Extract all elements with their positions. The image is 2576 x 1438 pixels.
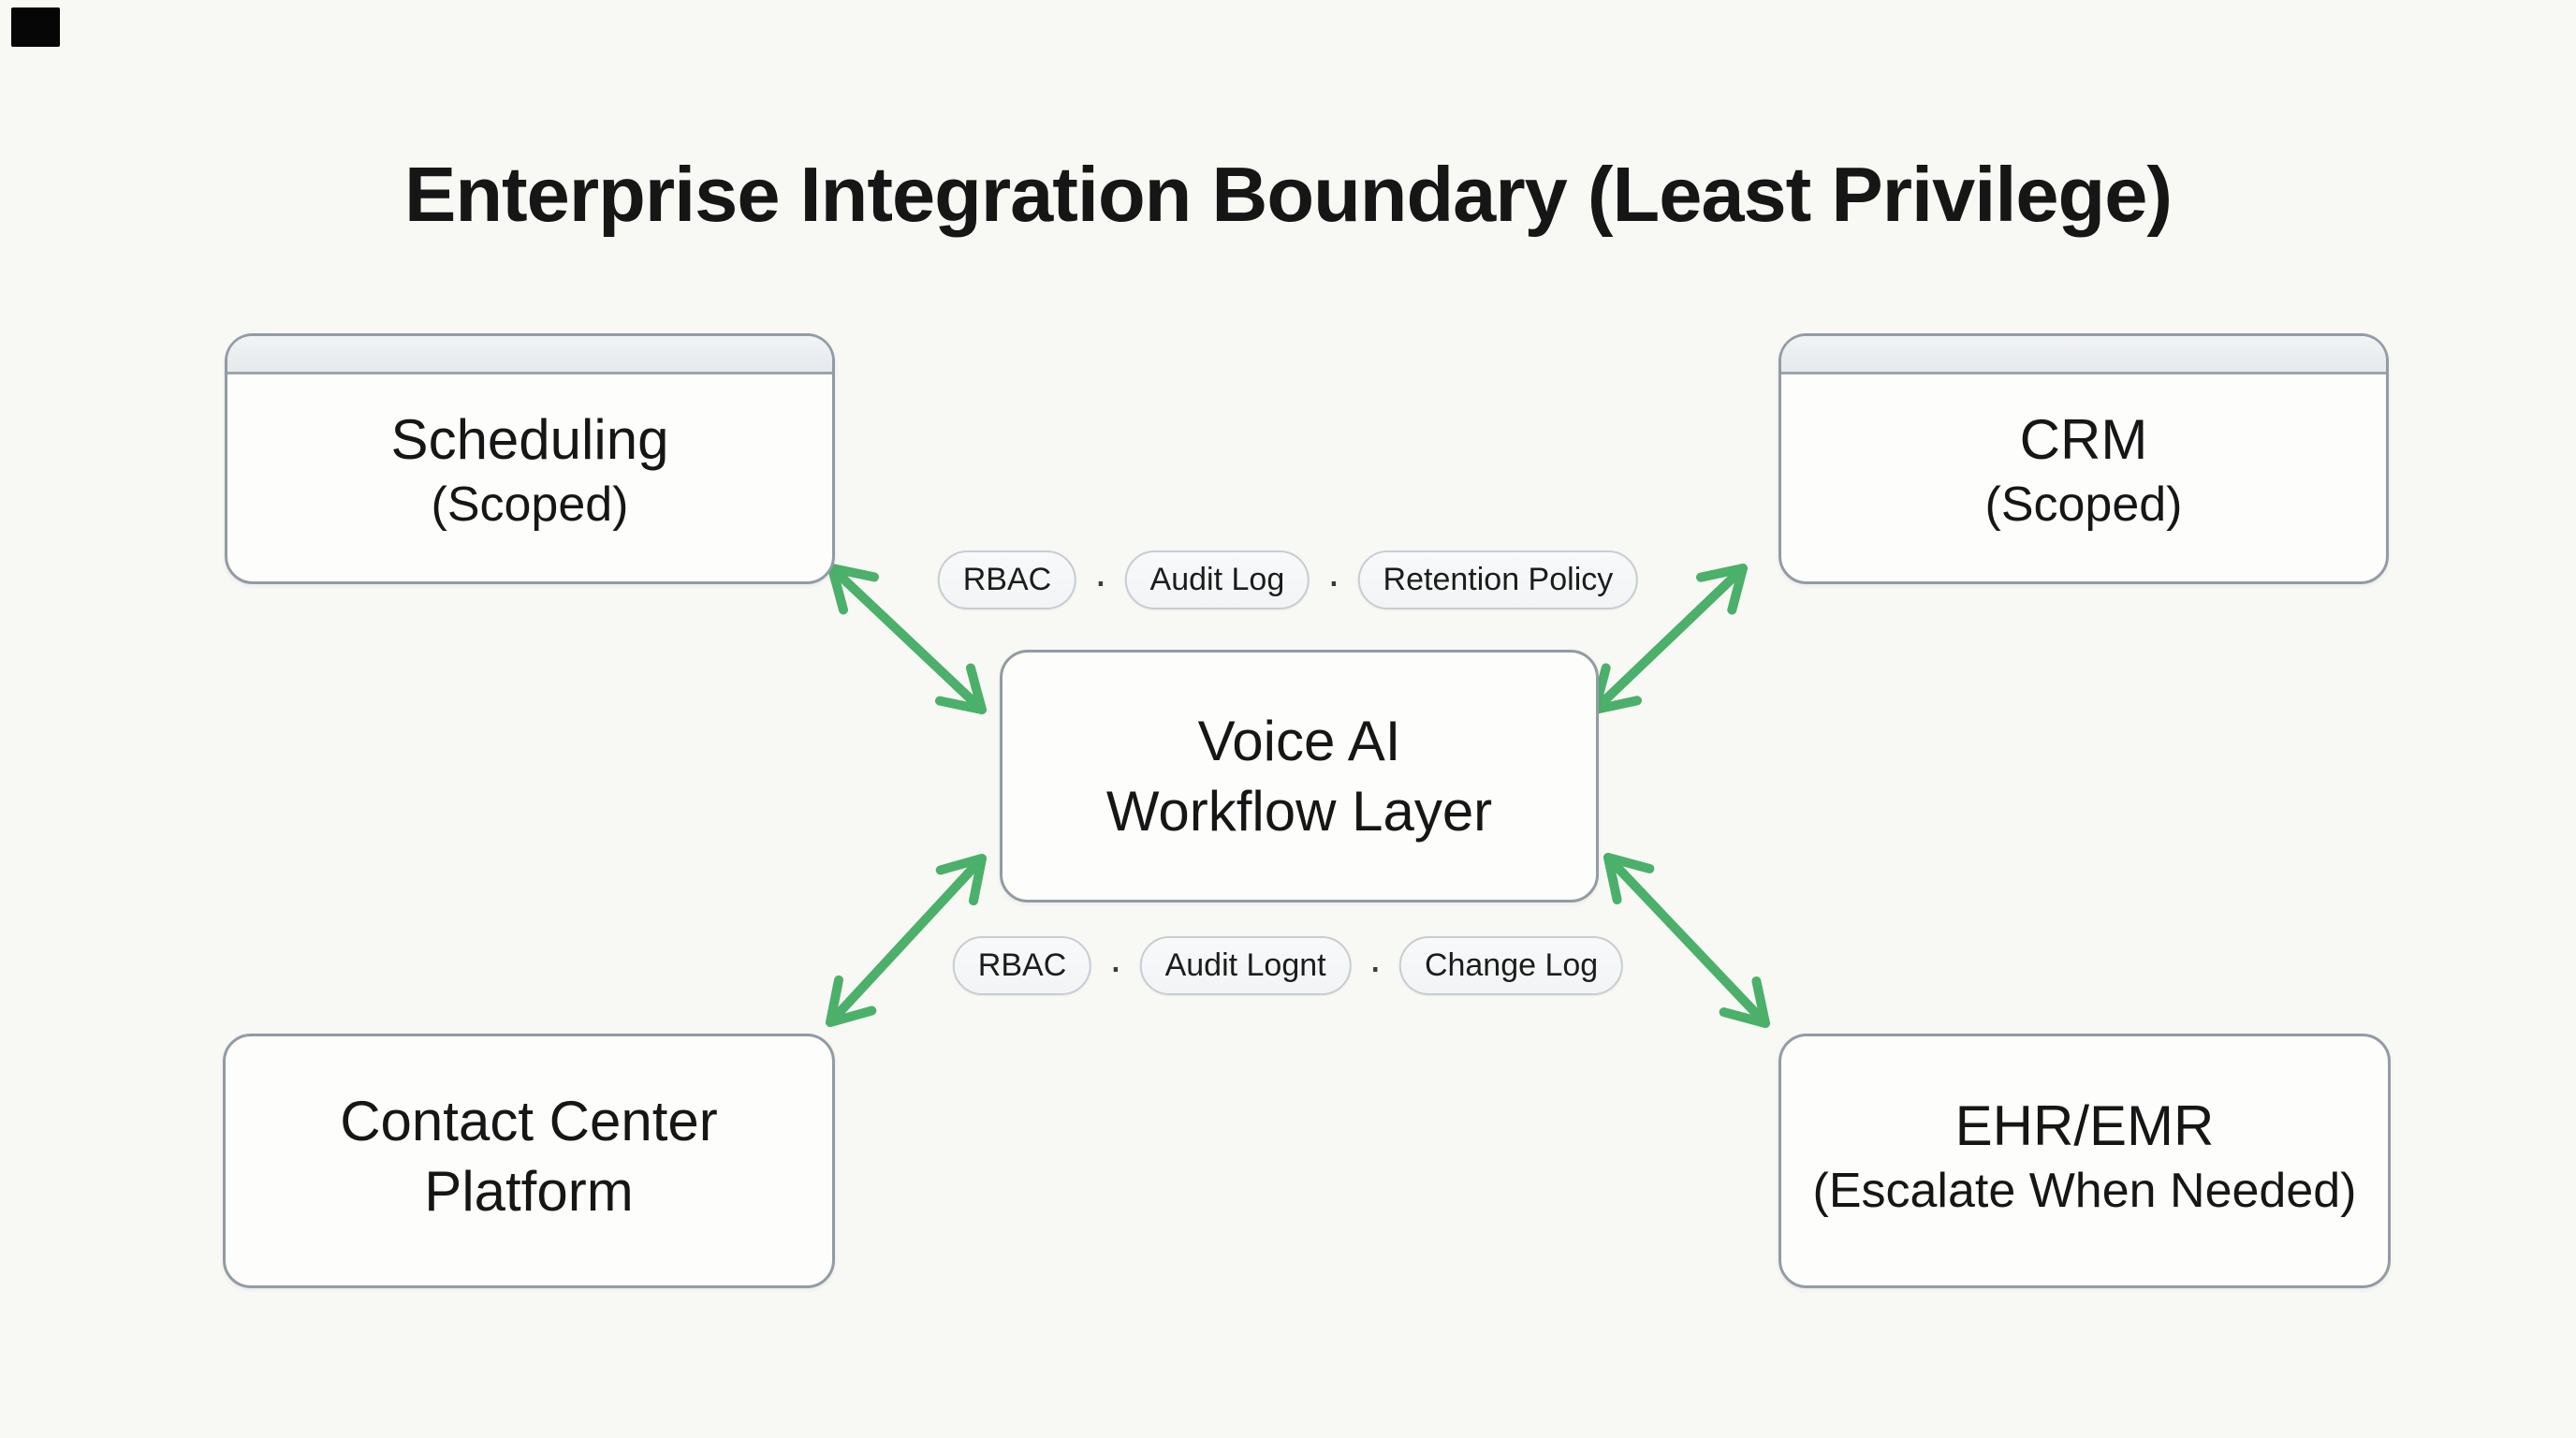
badge-pill: RBAC xyxy=(937,550,1077,609)
badge-pill: RBAC xyxy=(952,936,1092,995)
crm-box: CRM (Scoped) xyxy=(1778,333,2389,584)
arrowhead xyxy=(1603,853,1655,904)
badge-pill: Audit Log xyxy=(1124,550,1310,609)
bottom-badge-row: RBAC · Audit Lognt · Change Log xyxy=(952,936,1624,995)
badge-pill: Audit Lognt xyxy=(1139,936,1352,995)
ehr-box-body: EHR/EMR (Escalate When Needed) xyxy=(1781,1036,2388,1285)
scheduling-box-subtitle: (Scoped) xyxy=(431,477,629,532)
crm-box-subtitle: (Scoped) xyxy=(1984,477,2183,532)
voice-ai-box-body: Voice AI Workflow Layer xyxy=(1003,653,1596,900)
connector-arrow-ehr-voice_ai xyxy=(1603,853,1770,1028)
contact-center-box-body: Contact Center Platform xyxy=(226,1036,832,1285)
separator-dot: · xyxy=(1368,941,1383,990)
separator-dot: · xyxy=(1093,555,1108,605)
voice-ai-box-title-line2: Workflow Layer xyxy=(1105,780,1493,843)
crm-box-body: CRM (Scoped) xyxy=(1781,374,2386,581)
ehr-emr-box: EHR/EMR (Escalate When Needed) xyxy=(1778,1034,2391,1288)
top-badge-row: RBAC · Audit Log · Retention Policy xyxy=(937,550,1639,609)
crm-box-title: CRM xyxy=(2019,407,2148,471)
contact-center-box-title-line1: Contact Center xyxy=(340,1090,718,1152)
separator-dot: · xyxy=(1108,941,1123,990)
badge-pill: Change Log xyxy=(1398,936,1624,995)
scheduling-box-body: Scheduling (Scoped) xyxy=(227,374,832,581)
ehr-box-subtitle: (Escalate When Needed) xyxy=(1812,1164,2357,1218)
badge-pill: Retention Policy xyxy=(1357,550,1639,609)
ehr-box-title: EHR/EMR xyxy=(1954,1094,2215,1157)
contact-center-box-title-line2: Platform xyxy=(424,1160,634,1223)
arrowhead xyxy=(935,854,987,906)
arrowhead xyxy=(935,663,987,714)
arrowhead xyxy=(826,975,877,1027)
scheduling-box-title: Scheduling xyxy=(390,407,669,471)
scheduling-box-header-bar xyxy=(227,336,832,374)
arrowhead xyxy=(1590,663,1642,714)
voice-ai-workflow-layer-box: Voice AI Workflow Layer xyxy=(1000,650,1599,902)
scheduling-box: Scheduling (Scoped) xyxy=(225,333,835,584)
separator-dot: · xyxy=(1326,555,1341,605)
arrowhead xyxy=(1719,976,1770,1028)
crm-box-header-bar xyxy=(1781,336,2386,374)
contact-center-platform-box: Contact Center Platform xyxy=(223,1034,835,1288)
corner-artifact-mark xyxy=(11,7,60,47)
arrowhead xyxy=(827,564,879,615)
diagram-title: Enterprise Integration Boundary (Least P… xyxy=(403,151,2173,238)
voice-ai-box-title-line1: Voice AI xyxy=(1197,710,1401,772)
arrowhead xyxy=(1696,564,1748,615)
